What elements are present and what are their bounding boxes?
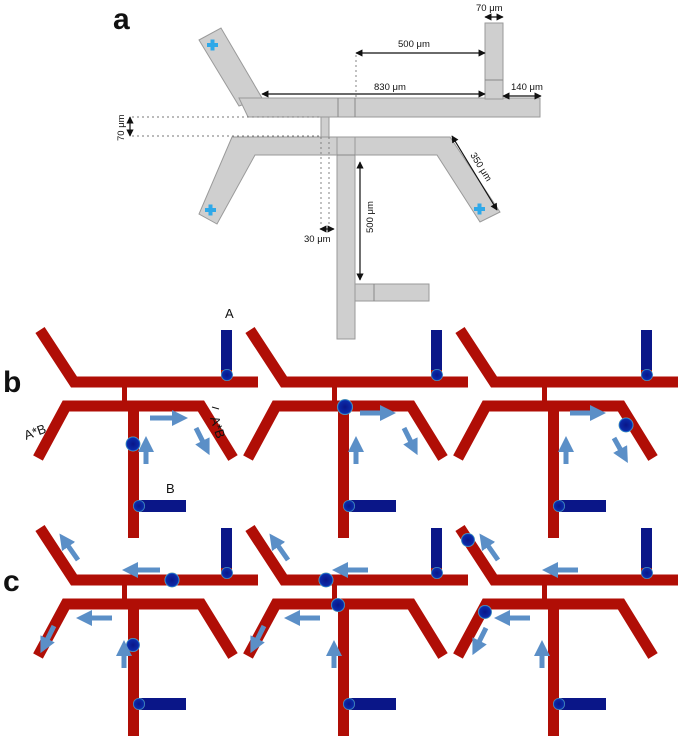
- gray-device-schematic: [198, 22, 541, 340]
- dim-channel-70: 70 μm: [116, 114, 127, 141]
- droplet: [126, 638, 140, 652]
- panel-label-c: c: [3, 565, 20, 598]
- panel-label-a: a: [113, 3, 130, 36]
- dim-length-830: 830 μm: [374, 82, 406, 93]
- droplet: [318, 572, 334, 588]
- droplet: [461, 533, 475, 547]
- dim-gap-30: 30 μm: [304, 234, 331, 245]
- droplet: [125, 436, 141, 452]
- flow-arrows-c: [40, 533, 578, 668]
- label-out-ab: A*B: [22, 421, 48, 443]
- droplet: [221, 567, 233, 579]
- panel-c-frame-2: [248, 528, 468, 736]
- dim-vert-500: 500 μm: [365, 201, 376, 233]
- label-input-b: B: [166, 481, 175, 496]
- dim-top-width: 70 μm: [476, 3, 503, 14]
- droplet: [641, 369, 653, 381]
- droplet: [553, 500, 565, 512]
- droplet: [337, 399, 353, 415]
- droplet: [133, 698, 145, 710]
- droplet: [618, 417, 634, 433]
- panel-b-frame-1: [38, 330, 258, 538]
- droplet: [343, 698, 355, 710]
- panel-c-frame-3: [458, 528, 678, 736]
- panel-b-frame-2: [248, 330, 468, 538]
- overbar: [211, 406, 220, 410]
- flow-arrows-b: [137, 404, 628, 464]
- droplet: [331, 598, 345, 612]
- droplet: [431, 567, 443, 579]
- panel-label-b: b: [3, 366, 21, 399]
- panel-c-frame-1: [38, 528, 258, 736]
- label-input-a: A: [225, 306, 234, 321]
- droplet: [641, 567, 653, 579]
- plus-icon-inlet-2: [205, 204, 216, 216]
- droplet: [164, 572, 180, 588]
- droplet: [478, 605, 492, 619]
- dim-outlet-140: 140 μm: [511, 82, 543, 93]
- dim-spacing-500: 500 μm: [398, 39, 430, 50]
- droplet: [221, 369, 233, 381]
- droplet: [343, 500, 355, 512]
- droplet: [431, 369, 443, 381]
- panel-b-frame-3: [458, 330, 678, 538]
- plus-icon-inlet-1: [207, 39, 218, 51]
- droplet: [133, 500, 145, 512]
- label-out-notab: A*B: [207, 414, 228, 440]
- droplet: [553, 698, 565, 710]
